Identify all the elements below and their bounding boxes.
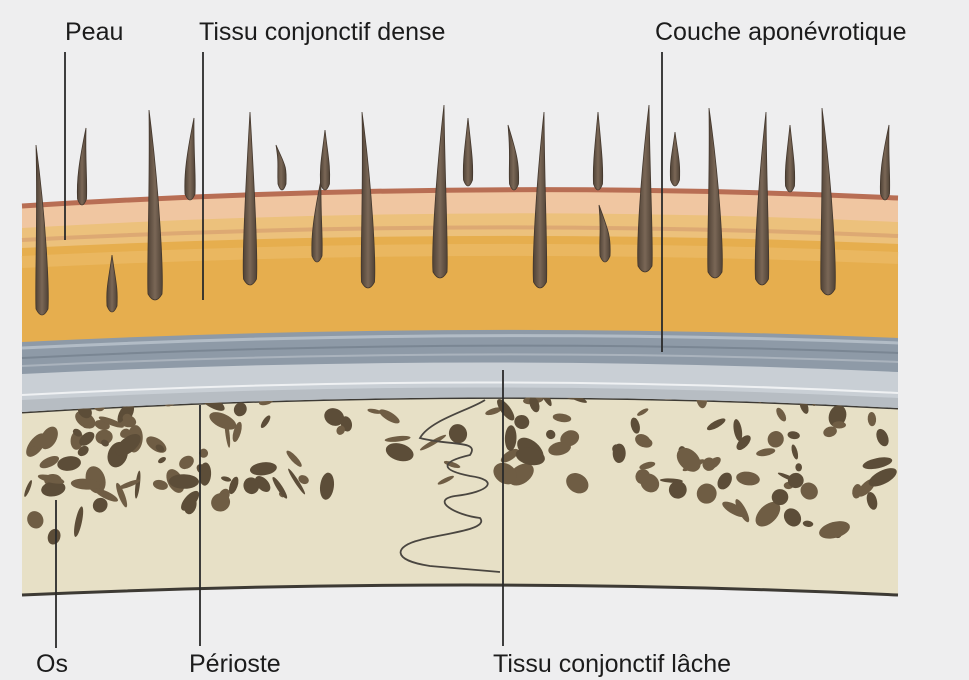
label-dense-connective: Tissu conjonctif dense: [199, 20, 445, 45]
hair-shaft: [243, 112, 257, 285]
label-skin: Peau: [65, 20, 123, 45]
hair-shaft: [880, 125, 889, 200]
label-aponeurotic: Couche aponévrotique: [655, 20, 907, 45]
hair-shaft: [77, 128, 86, 205]
label-bone: Os: [36, 652, 68, 677]
label-periosteum: Périoste: [189, 652, 281, 677]
hair-shaft: [670, 132, 679, 186]
hair-shaft: [185, 118, 195, 200]
hair-shaft: [276, 145, 286, 190]
label-loose-connective: Tissu conjonctif lâche: [493, 652, 731, 677]
hair-shaft: [785, 125, 794, 192]
hair-shaft: [320, 130, 329, 190]
hair-shaft: [508, 125, 519, 190]
hair-shaft: [593, 112, 602, 190]
hair-shaft: [463, 118, 472, 186]
